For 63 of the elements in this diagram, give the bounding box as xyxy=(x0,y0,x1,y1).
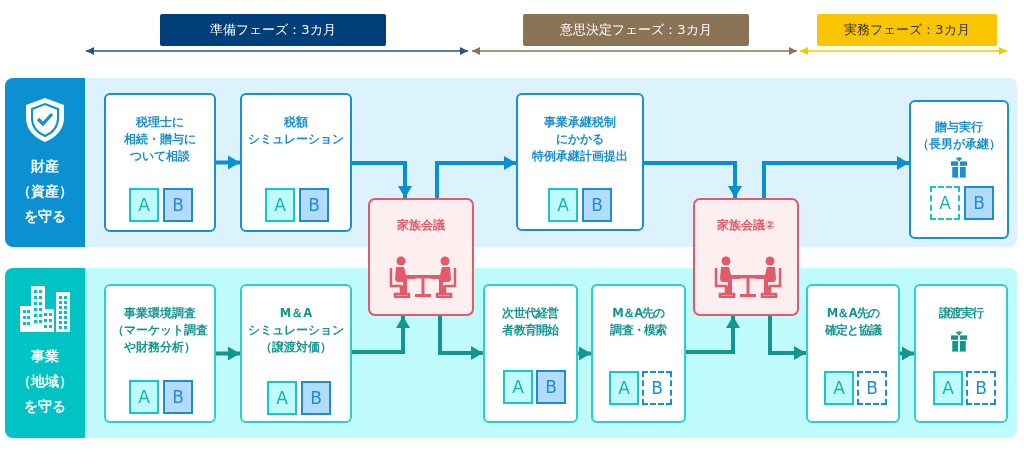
b-tag: B xyxy=(536,370,566,404)
a-tag: A xyxy=(265,188,295,222)
arrow xyxy=(352,161,412,198)
b-tag: B xyxy=(966,371,996,405)
b-tag: B xyxy=(163,188,193,222)
arrow xyxy=(438,316,483,360)
a-tag: A xyxy=(609,371,639,405)
step-label: M＆A先の確定と協議 xyxy=(823,305,883,339)
step-box xyxy=(240,93,352,232)
phase-banner: 実務フェーズ：3カ月 xyxy=(817,14,997,46)
step-label: M＆A先の調査・模索 xyxy=(609,305,668,339)
step-box xyxy=(591,284,686,423)
step-label: 贈与実行（長男が承継） xyxy=(916,119,1002,153)
meeting-label: 家族会議 xyxy=(396,217,446,234)
a-tag: A xyxy=(824,371,854,405)
a-tag: A xyxy=(267,381,297,415)
b-tag: B xyxy=(642,371,672,405)
a-tag: A xyxy=(129,380,159,414)
step-label: 事業承継税制にかかる特例承継計画提出 xyxy=(531,114,629,165)
step-box xyxy=(240,284,352,423)
step-box xyxy=(806,284,900,423)
step-label: 税額シミュレーション xyxy=(247,114,345,148)
step-box xyxy=(909,100,1009,239)
step-label: 税理士に相続・贈与について相談 xyxy=(123,114,197,165)
arrow xyxy=(644,161,742,198)
a-tag: A xyxy=(129,188,159,222)
arrow xyxy=(216,346,240,361)
meeting-box xyxy=(693,198,799,316)
step-label: M＆Aシミュレーション（譲渡対価） xyxy=(247,305,345,356)
b-tag: B xyxy=(301,381,331,415)
a-tag: A xyxy=(503,370,533,404)
arrow xyxy=(216,155,240,170)
step-label: 次世代経営者教育開始 xyxy=(501,305,560,339)
b-tag: B xyxy=(964,186,994,220)
arrow xyxy=(578,346,591,361)
step-box xyxy=(104,93,216,232)
a-tag: A xyxy=(933,371,963,405)
step-box xyxy=(483,284,578,423)
b-tag: B xyxy=(299,188,329,222)
a-tag: A xyxy=(548,188,578,222)
arrow xyxy=(762,156,909,198)
meeting-label: 家族会議② xyxy=(716,217,776,234)
swimlane xyxy=(5,268,1017,438)
step-box xyxy=(516,93,644,231)
arrow xyxy=(900,346,914,361)
arrow xyxy=(352,316,410,354)
swimlane xyxy=(5,78,1017,247)
b-tag: B xyxy=(582,188,612,222)
arrow xyxy=(686,316,740,354)
arrow xyxy=(435,156,516,198)
arrow xyxy=(768,316,806,360)
b-tag: B xyxy=(857,371,887,405)
a-tag: A xyxy=(930,186,960,220)
step-label: 譲渡実行 xyxy=(937,305,985,322)
phase-banner: 準備フェーズ：3カ月 xyxy=(160,14,386,46)
phase-banner: 意思決定フェーズ：3カ月 xyxy=(523,14,749,46)
meeting-box xyxy=(368,198,474,316)
step-box xyxy=(914,284,1008,423)
step-label: 事業環境調査（マーケット調査や財務分析） xyxy=(111,305,209,356)
step-box xyxy=(104,284,216,423)
b-tag: B xyxy=(163,380,193,414)
lane-title: 財産（資産）を守る xyxy=(16,157,74,226)
lane-title: 事業（地域）を守る xyxy=(16,347,74,416)
